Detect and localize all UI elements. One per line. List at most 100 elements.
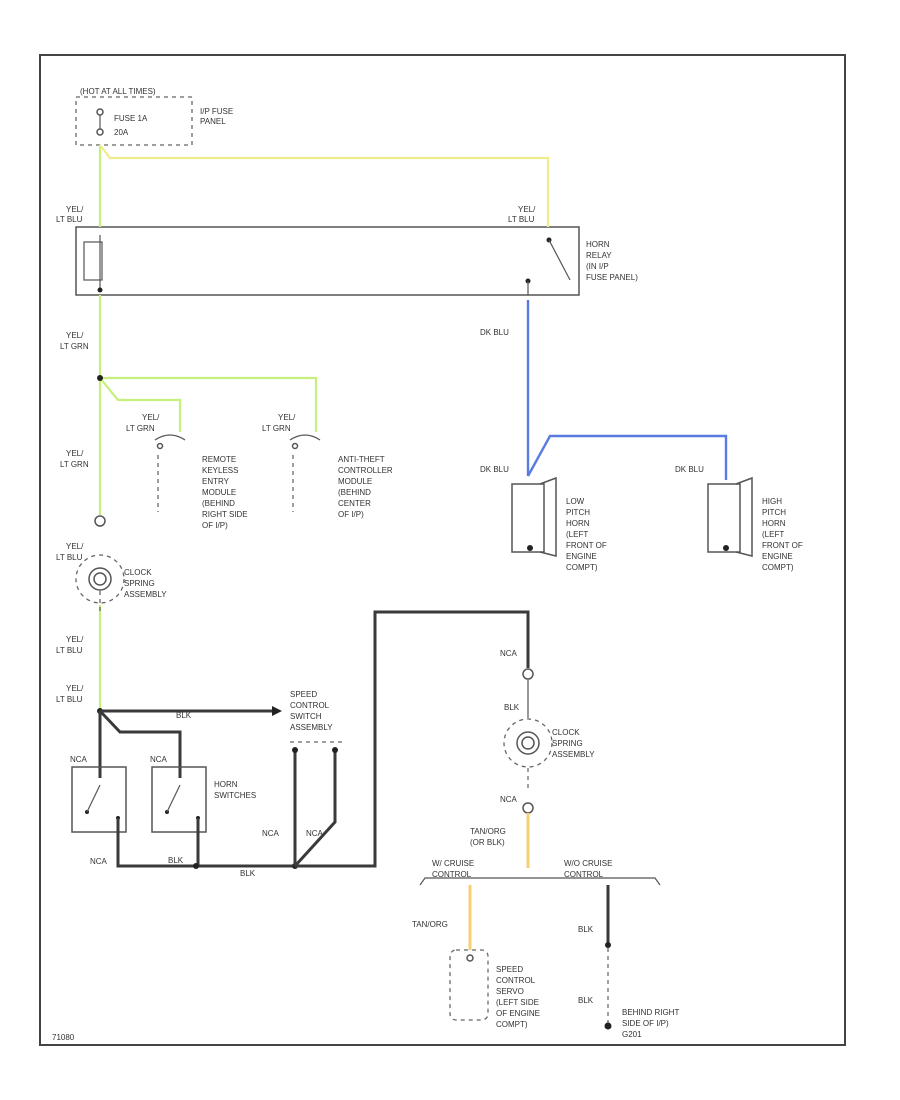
ground-junction xyxy=(605,942,611,948)
wire-label-tan-org-1: TAN/ORG xyxy=(470,827,506,836)
high-horn-label-5: FRONT OF xyxy=(762,541,803,550)
remote-connector-pin xyxy=(156,442,164,450)
diagram-frame xyxy=(39,54,846,1046)
fuse-box xyxy=(75,96,193,146)
remote-connector xyxy=(154,434,186,441)
wire-label-tan-org-2: (OR BLK) xyxy=(470,838,505,847)
low-horn-label-2: PITCH xyxy=(566,508,590,517)
w-cruise-label-2: CONTROL xyxy=(432,870,472,879)
wire-label-yel-ltblu-3b: LT BLU xyxy=(56,553,83,562)
speed-switch-label-2: CONTROL xyxy=(290,701,330,710)
wire-label-blk-1: BLK xyxy=(176,711,192,720)
wire-label-dk-blu-1: DK BLU xyxy=(480,328,509,337)
page-code: 71080 xyxy=(52,1033,75,1042)
low-pitch-horn-bell xyxy=(539,476,557,557)
remote-keyless-label-4: MODULE xyxy=(202,488,236,497)
right-clock-spring-terminal xyxy=(522,802,534,814)
w-cruise-label-1: W/ CRUISE xyxy=(432,859,474,868)
wire-label-yel-ltgrn-3b: LT GRN xyxy=(262,424,291,433)
speed-switch-arrow xyxy=(272,706,282,716)
horn-switches-label-2: SWITCHES xyxy=(214,791,256,800)
ip-fuse-panel-label: I/P FUSE xyxy=(200,107,233,116)
relay-coil-terminal xyxy=(97,287,103,293)
wire-label-tan-org-3: TAN/ORG xyxy=(412,920,448,929)
wire-label-nca-6: NCA xyxy=(500,649,518,658)
fuse-terminal-bottom xyxy=(96,128,104,136)
servo-label-1: SPEED xyxy=(496,965,523,974)
wire-label-yel-ltblu-left-2: LT BLU xyxy=(56,215,83,224)
hot-at-all-times: (HOT AT ALL TIMES) xyxy=(80,87,156,96)
horn-switch-2 xyxy=(151,766,207,833)
servo-label-6: COMPT) xyxy=(496,1020,528,1029)
fuse-terminal-top xyxy=(96,108,104,116)
servo-label-3: SERVO xyxy=(496,987,524,996)
wire-label-blk-3: BLK xyxy=(240,869,256,878)
right-clock-spring-core xyxy=(521,736,535,750)
antitheft-label-4: (BEHIND xyxy=(338,488,371,497)
low-horn-label-3: HORN xyxy=(566,519,590,528)
low-horn-label-7: COMPT) xyxy=(566,563,598,572)
wire-label-yel-ltgrn-1b: LT GRN xyxy=(60,342,89,351)
wire-label-nca-1: NCA xyxy=(70,755,88,764)
antitheft-label-6: OF I/P) xyxy=(338,510,364,519)
wire-label-yel-ltgrn-1: YEL/ xyxy=(66,331,84,340)
wire-splice-to-remote xyxy=(99,377,182,432)
wire-horn-switch-bottom xyxy=(116,818,196,868)
wire-label-nca-7: NCA xyxy=(500,795,518,804)
horn-switches-label-1: HORN xyxy=(214,780,238,789)
wire-label-yel-ltblu-4: YEL/ xyxy=(66,635,84,644)
low-horn-label-4: (LEFT xyxy=(566,530,588,539)
wire-ground-return xyxy=(295,610,530,868)
remote-keyless-label-1: REMOTE xyxy=(202,455,236,464)
wire-label-yel-ltblu-4b: LT BLU xyxy=(56,646,83,655)
ip-fuse-panel-label-2: PANEL xyxy=(200,117,226,126)
speed-switch-terminal-2 xyxy=(332,747,338,753)
splice-point xyxy=(97,375,103,381)
high-horn-label-3: HORN xyxy=(762,519,786,528)
high-pitch-horn-bell xyxy=(735,476,753,557)
remote-keyless-label-3: ENTRY xyxy=(202,477,230,486)
wire-label-blk-2: BLK xyxy=(168,856,184,865)
wire-label-yel-ltgrn-2: YEL/ xyxy=(142,413,160,422)
remote-keyless-label-6: RIGHT SIDE xyxy=(202,510,248,519)
ground-label-3: G201 xyxy=(622,1030,642,1039)
wire-label-nca-2: NCA xyxy=(150,755,168,764)
high-horn-label-7: COMPT) xyxy=(762,563,794,572)
wire-to-high-horn xyxy=(526,434,728,480)
relay-coil xyxy=(83,241,103,281)
ground-g201 xyxy=(604,1022,612,1030)
wire-speed-switch-right xyxy=(293,748,337,868)
right-clock-spring-label-1: CLOCK xyxy=(552,728,580,737)
left-clock-spring-label-3: ASSEMBLY xyxy=(124,590,167,599)
servo-label-5: OF ENGINE xyxy=(496,1009,540,1018)
high-horn-label-4: (LEFT xyxy=(762,530,784,539)
cruise-option-bar xyxy=(419,877,661,886)
right-clock-spring-label-2: SPRING xyxy=(552,739,583,748)
wire-to-horn-switch-2 xyxy=(98,709,182,778)
low-horn-label-6: ENGINE xyxy=(566,552,597,561)
right-clock-spring-label-3: ASSEMBLY xyxy=(552,750,595,759)
horn-switch-1-contact xyxy=(86,784,101,813)
remote-keyless-label-5: (BEHIND xyxy=(202,499,235,508)
wire-label-yel-ltgrn-2b: LT GRN xyxy=(126,424,155,433)
remote-keyless-label-7: OF I/P) xyxy=(202,521,228,530)
low-horn-label-1: LOW xyxy=(566,497,585,506)
left-clock-spring-core xyxy=(93,572,107,586)
wire-label-yel-ltblu-5: YEL/ xyxy=(66,684,84,693)
horn-switch-2-contact xyxy=(166,784,181,813)
wire-label-yel-ltblu-5b: LT BLU xyxy=(56,695,83,704)
servo-terminal xyxy=(466,954,474,962)
wire-fuse-to-relay-switch xyxy=(99,144,550,227)
right-clock-spring-connector xyxy=(522,668,534,680)
wire-label-yel-ltgrn-3: YEL/ xyxy=(278,413,296,422)
wire-label-yel-ltgrn-4: YEL/ xyxy=(66,449,84,458)
antitheft-label-2: CONTROLLER xyxy=(338,466,393,475)
wire-label-dk-blu-3: DK BLU xyxy=(675,465,704,474)
speed-switch-label-3: SWITCH xyxy=(290,712,322,721)
ground-label-1: BEHIND RIGHT xyxy=(622,1008,679,1017)
left-clock-spring-housing xyxy=(75,554,125,604)
horn-relay-box xyxy=(75,226,580,296)
wire-label-blk-4: BLK xyxy=(504,703,520,712)
relay-switch-contact xyxy=(548,239,571,281)
low-horn-label-5: FRONT OF xyxy=(566,541,607,550)
